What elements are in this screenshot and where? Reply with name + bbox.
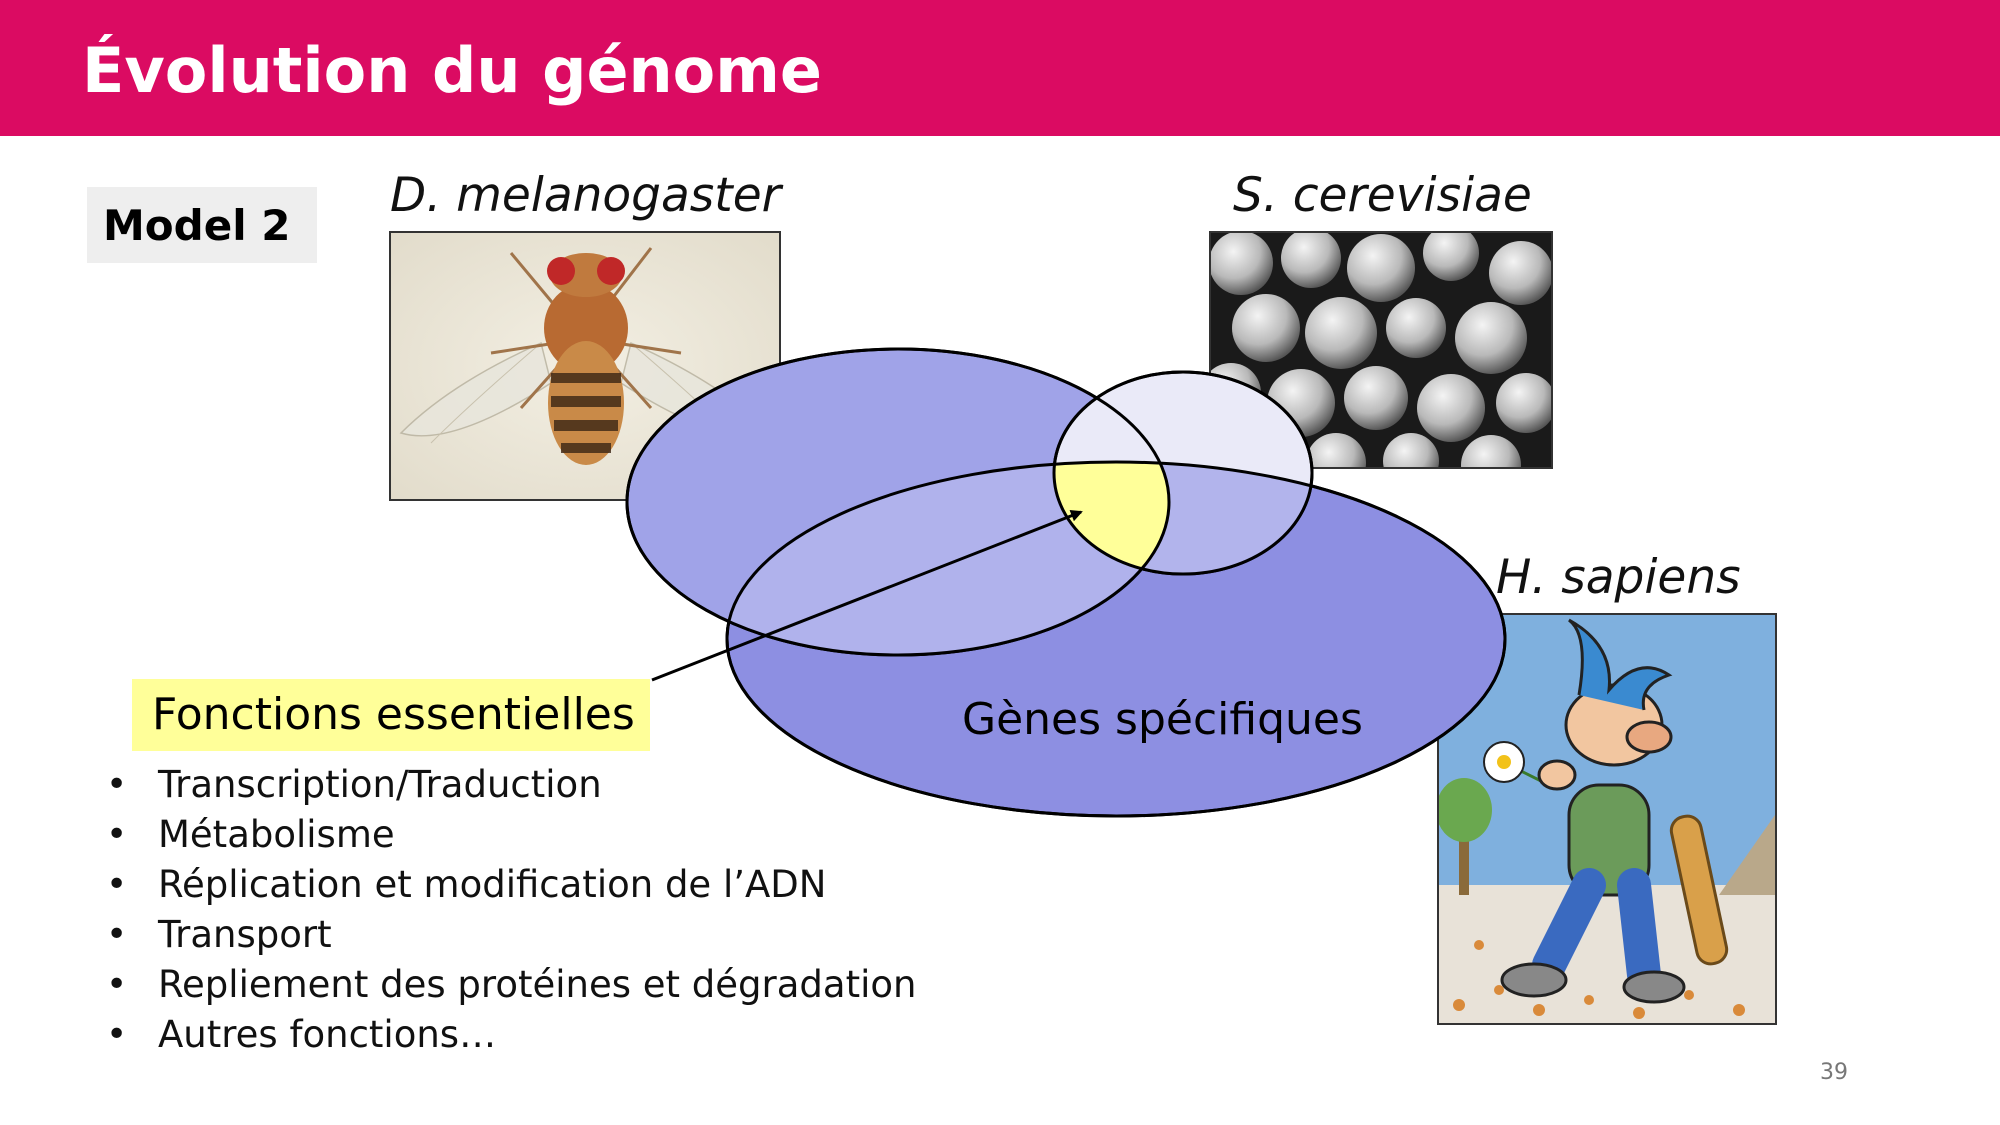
slide-title: Évolution du génome (82, 34, 822, 107)
list-item: •Métabolisme (100, 810, 916, 860)
title-bar: Évolution du génome (0, 0, 2000, 136)
list-item: •Transcription/Traduction (100, 760, 916, 810)
model-label: Model 2 (103, 201, 291, 250)
list-item: •Transport (100, 910, 916, 960)
list-item: •Réplication et modification de l’ADN (100, 860, 916, 910)
bullet-icon: • (106, 864, 128, 905)
bullet-icon: • (106, 1014, 128, 1055)
bullet-icon: • (106, 914, 128, 955)
specific-genes-label: Gènes spécifiques (962, 694, 1363, 745)
pointer-arrow (651, 510, 1083, 682)
function-list: •Transcription/Traduction •Métabolisme •… (100, 760, 916, 1060)
page-number: 39 (1820, 1060, 1848, 1085)
drosophila-human-overlap (727, 462, 1169, 655)
bullet-icon: • (106, 964, 128, 1005)
model-badge: Model 2 (87, 187, 317, 263)
human-cartoon-picture (1437, 613, 1777, 1025)
species-label-yeast: S. cerevisiae (1233, 168, 1532, 223)
species-label-drosophila: D. melanogaster (390, 168, 781, 223)
essential-functions-text: Fonctions essentielles (152, 689, 635, 740)
list-item: •Repliement des protéines et dégradation (100, 960, 916, 1010)
essential-functions-label: Fonctions essentielles (132, 679, 650, 751)
species-label-human: H. sapiens (1496, 550, 1741, 605)
essential-core-overlap (1054, 462, 1169, 574)
bullet-icon: • (106, 814, 128, 855)
bullet-icon: • (106, 764, 128, 805)
list-item: •Autres fonctions… (100, 1010, 916, 1060)
